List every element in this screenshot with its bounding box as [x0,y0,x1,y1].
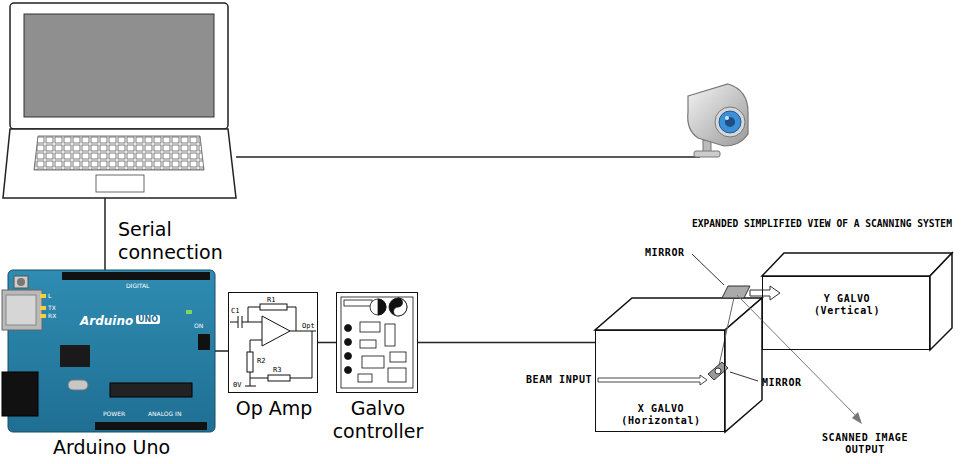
board-marking: POWER [103,410,125,417]
part-label: Op Amp [214,397,334,420]
component-label: C1 [231,307,239,315]
connection-label: Serial connection [118,218,243,264]
led-label: RX [48,312,56,319]
galvo-housings [595,253,952,432]
galvo-controller-pcb [341,297,413,388]
camera-icon [688,84,748,157]
signal-wire [215,350,228,352]
board-marking: DIGITAL [126,282,149,289]
arduino-board: Arduino UnoArduinoUNODIGITALPOWERANALOG … [8,270,215,432]
op-amp-schematic [230,304,316,386]
mirrors-and-beam [598,254,862,424]
signal-wire [418,342,595,344]
camera-wire [236,156,700,158]
x-galvo-box: X GALVO (Horizontal) [595,330,725,432]
component-label: R3 [273,366,281,374]
laptop [3,3,236,198]
serial-wire [104,198,106,270]
callout-label: MIRROR [645,247,685,259]
y-galvo-box: Y GALVO (Vertical) [762,276,930,350]
signal-label: Opt [302,322,315,330]
led-label: ON [194,322,203,329]
galvo-controller-box: Galvo controller [336,292,418,393]
callout-label: BEAM INPUT [526,374,592,386]
component-label: R2 [257,357,265,365]
op-amp-box: Op AmpR1C1R2R3Opt0V [228,292,318,393]
arduino-board-image [2,270,215,432]
part-label: Galvo controller [321,397,435,443]
component-label: R1 [267,296,275,304]
led-label: TX [48,304,56,311]
figure-title: EXPANDED SIMPLIFIED VIEW OF A SCANNING S… [692,218,952,230]
callout-label: SCANNED IMAGE OUTPUT [815,432,915,456]
galvo-label: Y GALVO (Vertical) [797,293,897,317]
part-label: Arduino Uno [0,436,235,459]
led-label: L [48,292,51,299]
board-marking: ANALOG IN [148,410,181,417]
signal-label: 0V [233,381,241,389]
callout-label: MIRROR [762,377,802,389]
galvo-label: X GALVO (Horizontal) [606,403,716,427]
board-marking: Arduino [80,314,133,328]
board-marking: UNO [136,315,160,324]
signal-wire [318,342,336,344]
